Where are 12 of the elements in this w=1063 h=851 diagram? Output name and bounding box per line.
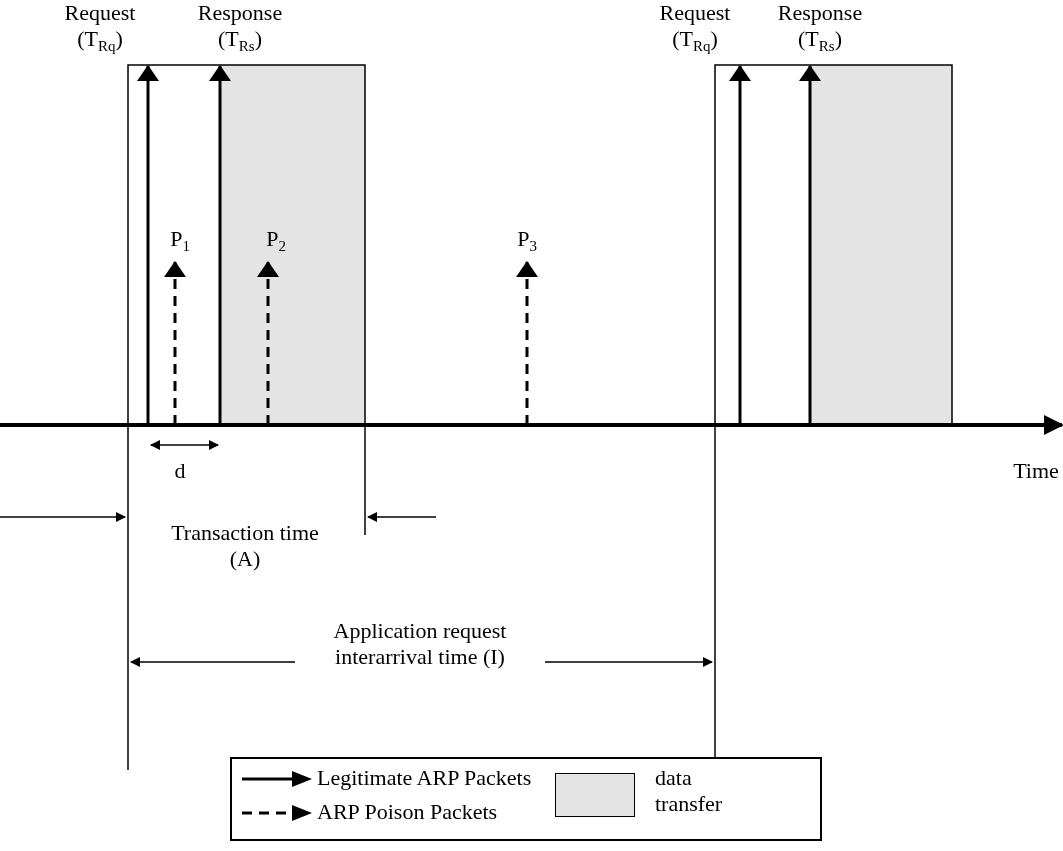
packet-label: P$_{3}$ (516, 226, 538, 257)
legend-text: Legitimate ARP Packets (317, 765, 532, 791)
packet-label: Request (T$_{Rq}$) (63, 0, 137, 57)
packet-label: Response (T$_{Rs}$) (776, 0, 864, 57)
packet-label: P$_{1}$ (169, 226, 191, 257)
packet-label: P$_{2}$ (265, 226, 287, 257)
packet-label: Request (T$_{Rq}$) (658, 0, 732, 57)
legend-text: ARP Poison Packets (317, 799, 498, 825)
dimension-label: d (173, 458, 187, 484)
packet-label: Response (T$_{Rs}$) (196, 0, 284, 57)
legend-text: data transfer (655, 765, 724, 817)
axis-label: Time (1012, 458, 1060, 484)
